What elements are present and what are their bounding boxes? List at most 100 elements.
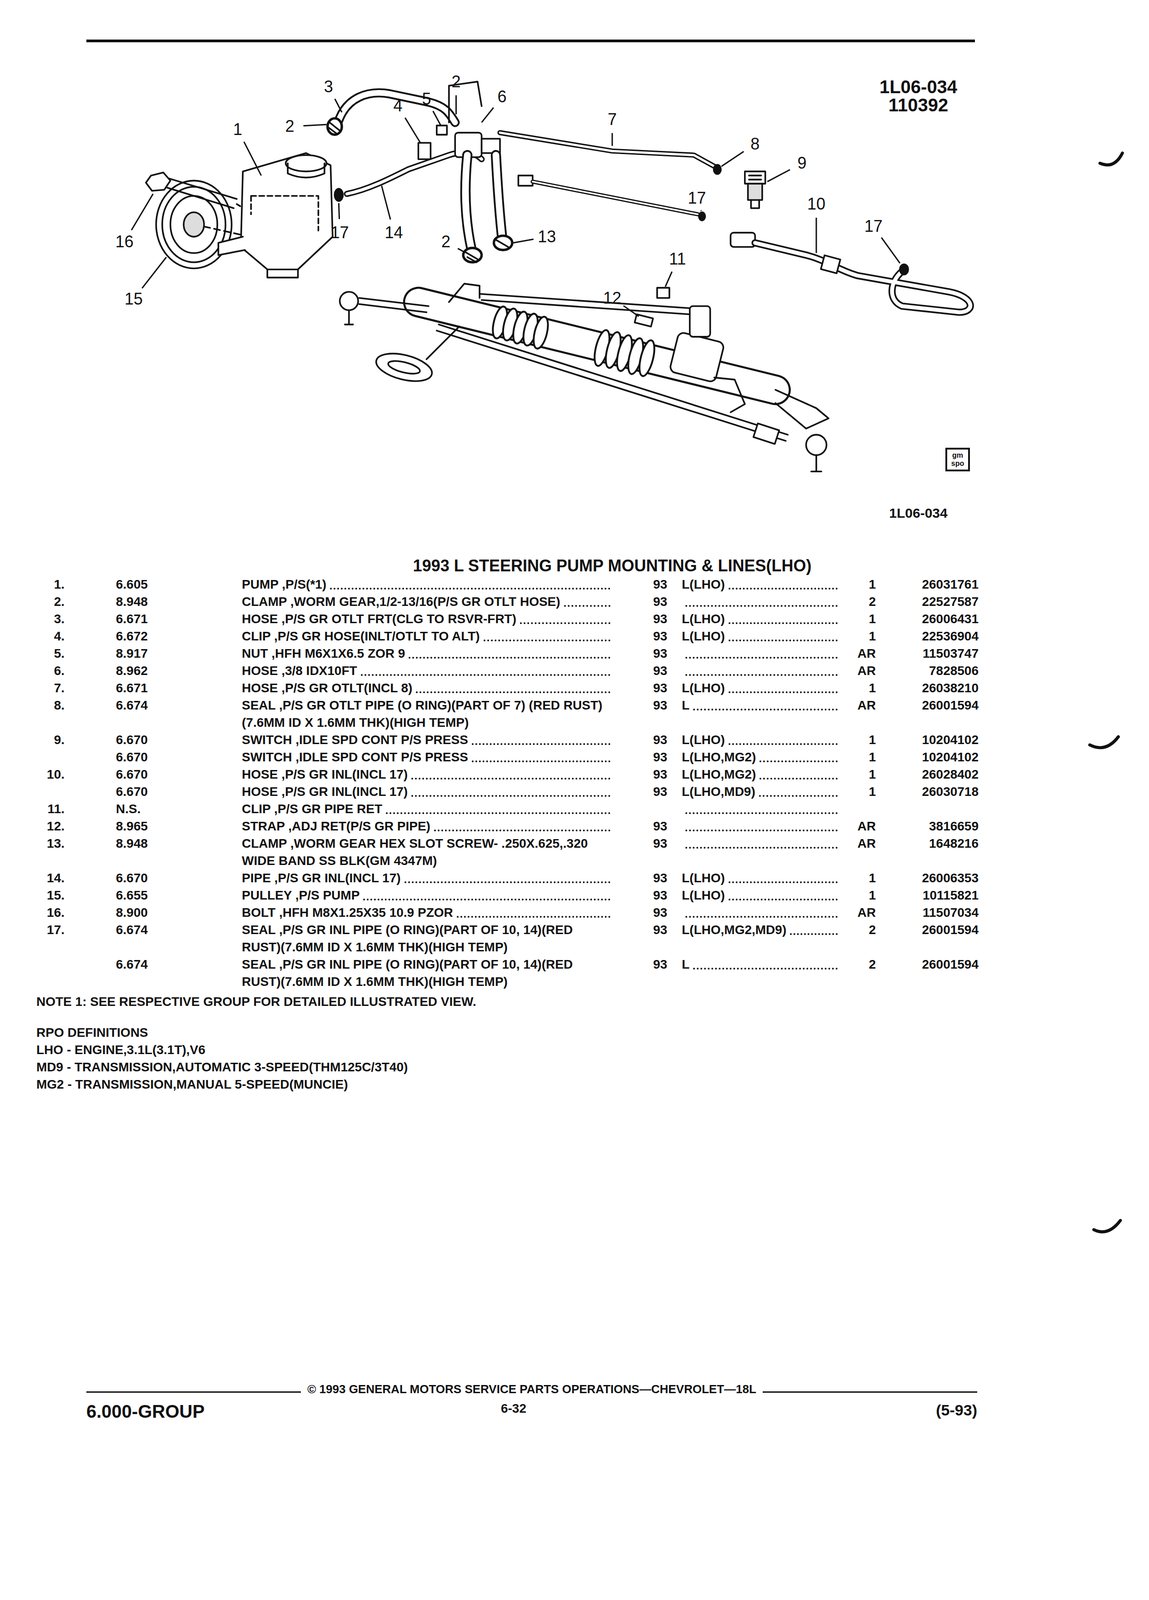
rpo-definition: MD9 - TRANSMISSION,AUTOMATIC 3-SPEED(THM… — [36, 1058, 1149, 1076]
table-cell: L(LHO) — [681, 610, 840, 628]
table-row: 10.6.670HOSE ,P/S GR INL(INCL 17)93L(LHO… — [0, 765, 1149, 784]
dot-leader — [685, 644, 838, 659]
table-text: 1 — [868, 732, 876, 747]
table-text: 2 — [868, 922, 876, 937]
table-cell: 1. — [36, 575, 65, 594]
table-cell: 6.670 — [115, 748, 171, 766]
dot-leader — [411, 783, 611, 797]
table-text: 26028402 — [921, 767, 979, 782]
top-rule — [86, 39, 975, 43]
table-text: 7828506 — [929, 663, 979, 678]
table-text: 6.672 — [115, 629, 148, 644]
footer-rule: © 1993 GENERAL MOTORS SERVICE PARTS OPER… — [86, 1381, 978, 1397]
table-cell: CLAMP ,WORM GEAR,1/2-13/16(P/S GR OTLT H… — [241, 593, 613, 611]
table-text: 6.670 — [115, 784, 148, 799]
table-cell: CLIP ,P/S GR PIPE RET — [241, 800, 613, 818]
table-row: 16.8.900BOLT ,HFH M8X1.25X35 10.9 PZOR93… — [0, 904, 1149, 922]
table-cell: 2 — [839, 593, 876, 611]
table-row: 11.N.S.CLIP ,P/S GR PIPE RET — [0, 800, 1149, 818]
leader-line — [455, 95, 457, 115]
table-text: 93 — [653, 767, 668, 782]
dot-leader — [456, 904, 611, 918]
table-row: 5.8.917NUT ,HFH M6X1X6.5 ZOR 993AR115037… — [0, 644, 1149, 663]
table-row: 2.8.948CLAMP ,WORM GEAR,1/2-13/16(P/S GR… — [0, 593, 1149, 611]
leader-line — [457, 248, 465, 253]
rpo-definition: LHO - ENGINE,3.1L(3.1T),V6 — [36, 1041, 1149, 1059]
table-cell — [681, 644, 840, 659]
table-cell: 8.965 — [115, 817, 171, 835]
leader-line — [700, 209, 703, 211]
table-cell: L(LHO) — [681, 627, 840, 645]
table-text: 26038210 — [921, 680, 979, 695]
table-row: 13.8.948CLAMP ,WORM GEAR HEX SLOT SCREW-… — [0, 834, 1149, 870]
table-text: L(LHO) — [681, 886, 725, 905]
table-text: AR — [857, 646, 876, 661]
table-cell: 17. — [36, 921, 65, 939]
table-cell: 3816659 — [881, 817, 979, 835]
callout-number: 15 — [124, 289, 143, 309]
table-text: 93 — [653, 888, 668, 903]
leader-line — [513, 239, 534, 243]
table-cell: 93 — [653, 921, 676, 939]
table-cell: 93 — [653, 886, 676, 905]
callout-number: 17 — [864, 217, 883, 236]
callout-number: 17 — [330, 223, 350, 242]
table-text: CLIP ,P/S GR PIPE RET — [241, 800, 383, 818]
table-cell: 93 — [653, 765, 676, 784]
table-cell: L(LHO) — [681, 869, 840, 887]
table-text: 10204102 — [921, 732, 979, 747]
leader-line — [611, 133, 614, 146]
dot-leader — [693, 696, 838, 711]
table-text: AR — [857, 905, 876, 920]
table-text: 8. — [54, 698, 65, 713]
table-cell: 10115821 — [881, 886, 979, 905]
table-text: HOSE ,3/8 IDX10FT — [241, 662, 358, 680]
table-text: 1 — [868, 577, 876, 592]
copyright-text: © 1993 GENERAL MOTORS SERVICE PARTS OPER… — [300, 1381, 763, 1397]
table-cell: 1 — [839, 869, 876, 887]
callout-number: 9 — [797, 154, 807, 173]
dot-leader — [759, 783, 838, 797]
leader-line — [721, 151, 744, 167]
table-cell: 6.671 — [115, 610, 171, 628]
table-text: 1 — [868, 767, 876, 782]
table-row: 6.670HOSE ,P/S GR INL(INCL 17)93L(LHO,MD… — [0, 783, 1149, 801]
table-text: L(LHO,MD9) — [681, 783, 756, 801]
leader-line — [767, 169, 790, 182]
table-text: SEAL ,P/S GR INL PIPE (O RING)(PART OF 1… — [241, 921, 607, 956]
table-cell: 6.670 — [115, 731, 171, 749]
leader-line — [338, 203, 340, 220]
table-cell — [681, 834, 840, 849]
dot-leader — [685, 904, 838, 918]
table-text: 17. — [46, 922, 65, 937]
table-text: 6.670 — [115, 749, 148, 765]
table-text: SEAL ,P/S GR OTLT PIPE (O RING)(PART OF … — [241, 696, 607, 732]
table-text: 14. — [46, 870, 65, 885]
table-cell: N.S. — [115, 800, 171, 818]
table-text: 1 — [868, 749, 876, 765]
table-cell: 5. — [36, 644, 65, 663]
table-cell: 3. — [36, 610, 65, 628]
table-text: 8.965 — [115, 819, 148, 834]
dot-leader — [404, 869, 611, 884]
rule-line — [86, 1391, 301, 1393]
table-row: 6.674SEAL ,P/S GR INL PIPE (O RING)(PART… — [0, 955, 1149, 991]
table-text: 1 — [868, 784, 876, 799]
table-text: L(LHO) — [681, 869, 725, 887]
table-text: 93 — [653, 680, 668, 695]
table-cell: 8.917 — [115, 644, 171, 663]
table-text: N.S. — [115, 801, 141, 816]
table-text: 1. — [54, 577, 65, 592]
table-text: 93 — [653, 629, 668, 644]
table-text: 13. — [46, 836, 65, 851]
table-cell: 6. — [36, 662, 65, 680]
table-row: 8.6.674SEAL ,P/S GR OTLT PIPE (O RING)(P… — [0, 696, 1149, 732]
table-text: 2 — [868, 594, 876, 609]
table-cell: 8.962 — [115, 662, 171, 680]
callout-number: 7 — [607, 110, 617, 129]
dot-leader — [685, 817, 838, 832]
table-cell: 93 — [653, 575, 676, 594]
table-row: 1.6.605PUMP ,P/S(*1)93L(LHO)126031761 — [0, 575, 1149, 594]
table-row: 15.6.655PULLEY ,P/S PUMP93L(LHO)11011582… — [0, 886, 1149, 905]
